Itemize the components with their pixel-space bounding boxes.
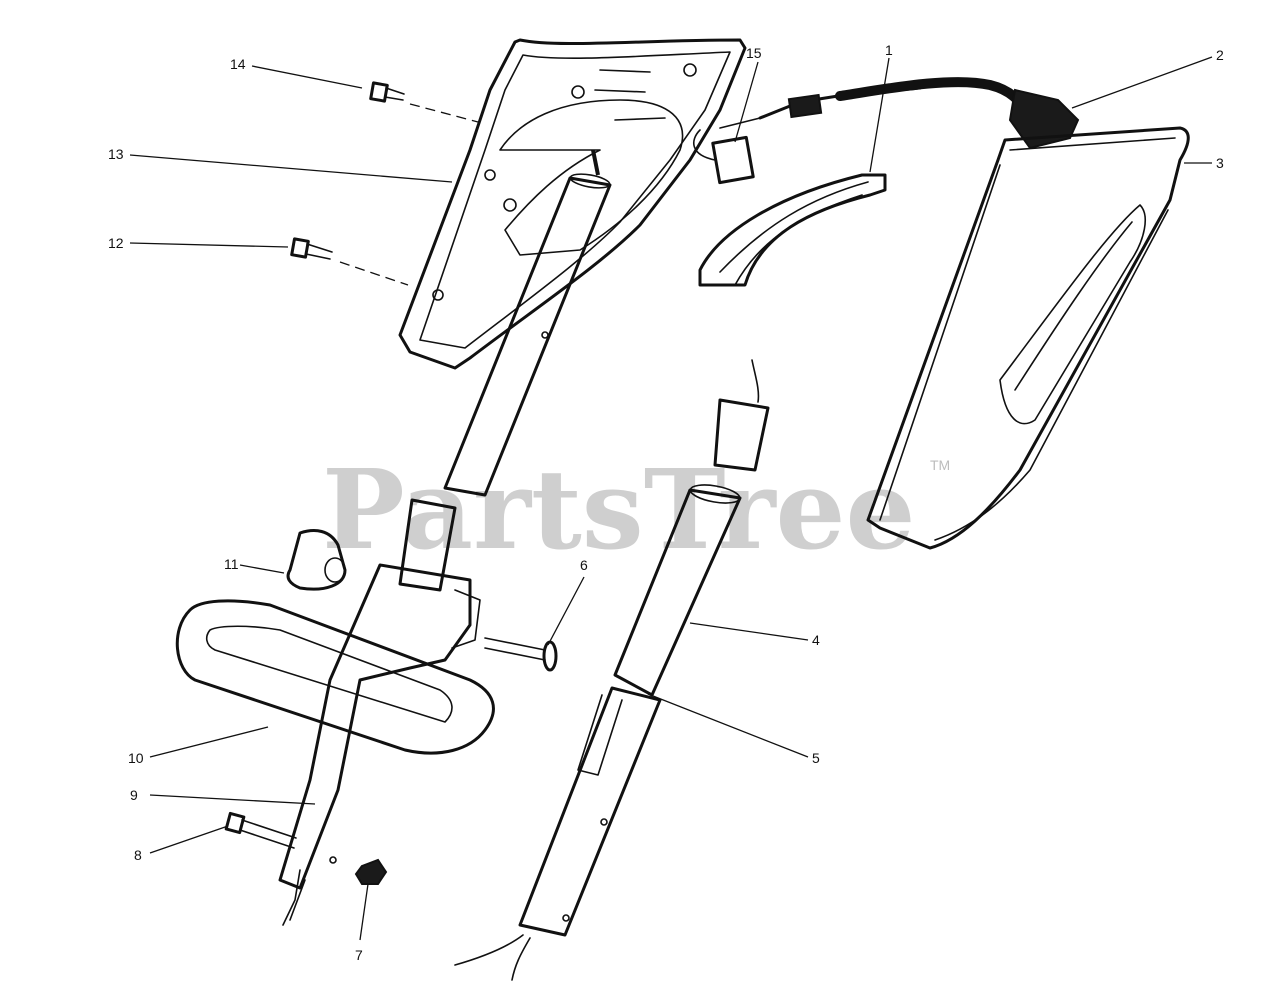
bolt-6 xyxy=(484,637,558,672)
callout-7: 7 xyxy=(355,947,363,963)
leader-lines xyxy=(129,56,1213,941)
callout-10: 10 xyxy=(128,750,144,766)
watermark-trademark: TM xyxy=(930,457,950,473)
callout-1: 1 xyxy=(885,42,893,58)
loop-handle xyxy=(175,599,495,755)
callout-14: 14 xyxy=(230,56,246,72)
switch-block xyxy=(692,117,761,185)
watermark-text: PartsTree xyxy=(322,445,916,574)
callout-12: 12 xyxy=(108,235,124,251)
callout-5: 5 xyxy=(812,750,820,766)
callout-2: 2 xyxy=(1216,47,1224,63)
switch-trigger xyxy=(698,173,887,287)
power-cord-plug xyxy=(758,77,1080,150)
upper-tube xyxy=(443,149,612,497)
callout-13: 13 xyxy=(108,146,124,162)
callout-4: 4 xyxy=(812,632,820,648)
screw-14 xyxy=(369,81,405,103)
handle-clamp-bracket xyxy=(278,498,481,926)
callout-8: 8 xyxy=(134,847,142,863)
callout-11: 11 xyxy=(224,556,239,572)
callout-9: 9 xyxy=(130,787,138,803)
callout-3: 3 xyxy=(1216,155,1224,171)
screw-12 xyxy=(290,237,333,260)
nut-7 xyxy=(354,858,388,885)
knob xyxy=(286,529,347,591)
handle-housing-left xyxy=(398,38,747,370)
callout-6: 6 xyxy=(580,557,588,573)
bolt-8 xyxy=(224,811,297,849)
lower-tube xyxy=(454,359,770,981)
handle-housing-right xyxy=(866,126,1190,550)
callout-15: 15 xyxy=(746,45,762,61)
